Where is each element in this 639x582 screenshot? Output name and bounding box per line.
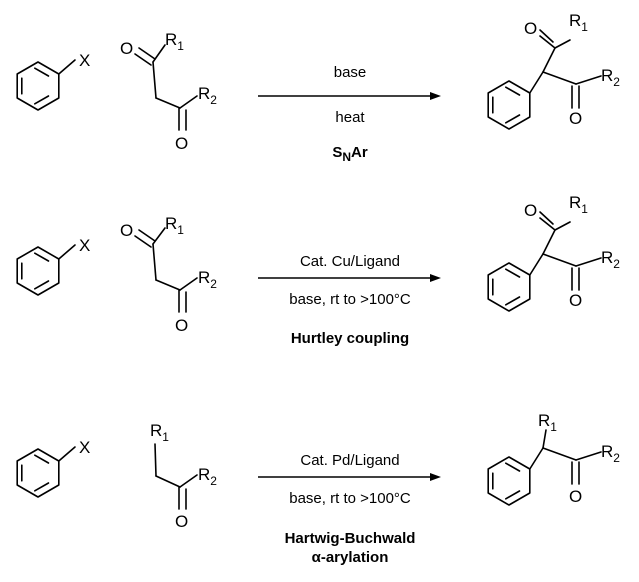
aryl-halide-2: X xyxy=(16,236,90,296)
reaction-name-3-line2: α-arylation xyxy=(312,549,389,566)
reagent-below-2: base, rt to >100°C xyxy=(289,291,411,308)
reaction-2: X O R1 R2 O Cat. Cu/Ligand base, rt to >… xyxy=(16,193,620,347)
r2-label: R2 xyxy=(601,66,620,89)
r2-label: R2 xyxy=(601,248,620,271)
halide-label: X xyxy=(79,438,90,457)
dicarbonyl-2: O R1 R2 O xyxy=(120,214,217,335)
r2-label: R2 xyxy=(198,268,217,291)
oxygen-label: O xyxy=(569,291,582,310)
aryl-halide-1: X xyxy=(16,51,90,111)
aryl-halide-3: X xyxy=(16,438,90,498)
reaction-name-3: Hartwig-Buchwald xyxy=(285,530,416,547)
reaction-arrow-2 xyxy=(258,274,441,282)
r2-label: R2 xyxy=(198,465,217,488)
reagent-below-1: heat xyxy=(335,109,365,126)
reagent-above-3: Cat. Pd/Ligand xyxy=(300,452,399,469)
r1-label: R1 xyxy=(165,30,184,53)
reaction-name-1: SNAr xyxy=(332,144,368,164)
oxygen-label: O xyxy=(569,487,582,506)
ketone-3: R1 R2 O xyxy=(150,421,217,531)
product-3: R1 R2 O xyxy=(487,411,620,506)
r2-label: R2 xyxy=(198,84,217,107)
oxygen-label: O xyxy=(120,39,133,58)
oxygen-label: O xyxy=(175,512,188,531)
oxygen-label: O xyxy=(524,19,537,38)
halide-label: X xyxy=(79,236,90,255)
oxygen-label: O xyxy=(175,316,188,335)
oxygen-label: O xyxy=(120,221,133,240)
reaction-1: X O R1 R2 O base heat SNAr xyxy=(16,11,620,164)
r1-label: R1 xyxy=(569,11,588,34)
r2-label: R2 xyxy=(601,442,620,465)
r1-label: R1 xyxy=(538,411,557,434)
reagent-above-1: base xyxy=(334,64,367,81)
reaction-3: X R1 R2 O Cat. Pd/Ligand base, rt to >10… xyxy=(16,411,620,566)
r1-label: R1 xyxy=(165,214,184,237)
product-2: O R1 R2 O xyxy=(487,193,620,312)
reaction-arrow-1 xyxy=(258,92,441,100)
dicarbonyl-1: O R1 R2 O xyxy=(120,30,217,153)
reaction-name-2: Hurtley coupling xyxy=(291,330,409,347)
oxygen-label: O xyxy=(175,134,188,153)
reagent-above-2: Cat. Cu/Ligand xyxy=(300,253,400,270)
oxygen-label: O xyxy=(524,201,537,220)
r1-label: R1 xyxy=(150,421,169,444)
halide-label: X xyxy=(79,51,90,70)
reaction-arrow-3 xyxy=(258,473,441,481)
product-1: O R1 R2 O xyxy=(487,11,620,130)
reagent-below-3: base, rt to >100°C xyxy=(289,490,411,507)
oxygen-label: O xyxy=(569,109,582,128)
r1-label: R1 xyxy=(569,193,588,216)
